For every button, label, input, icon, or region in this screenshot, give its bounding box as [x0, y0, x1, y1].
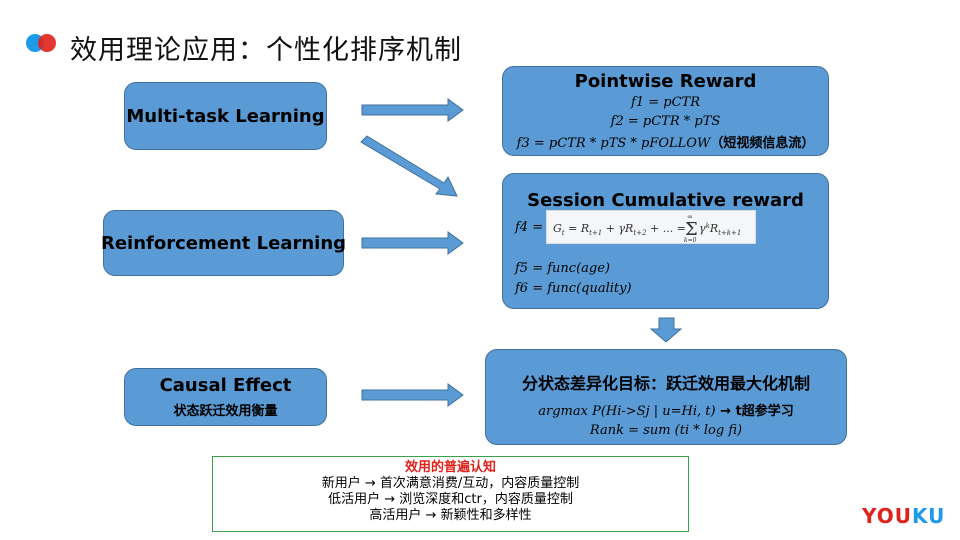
session-box: Session Cumulative reward f4 = f5 = func…	[502, 173, 829, 309]
note-line: 高活用户 → 新颖性和多样性	[369, 508, 532, 523]
causal-box: Causal Effect 状态跃迁效用衡量	[124, 368, 327, 426]
formula-rank: Rank = sum (ti * log fi)	[589, 423, 743, 438]
formula-f3: f3 = pCTR * pTS * pFOLLOW	[516, 136, 711, 151]
arrow-session-to-state	[649, 317, 683, 343]
f4-equation-image: Gt = Rt+1 + γRt+2 + ... = Σ ∞ k=0 γkRt+k…	[546, 210, 756, 244]
state-utility-box: 分状态差异化目标：跃迁效用最大化机制 argmax P(Hi->Sj | u=H…	[485, 349, 847, 445]
multitask-box: Multi-task Learning	[124, 82, 327, 150]
rl-label: Reinforcement Learning	[100, 232, 347, 254]
formula-f1: f1 = pCTR	[631, 95, 700, 110]
formula-argmax: argmax P(Hi->Sj | u=Hi, t)	[538, 404, 716, 419]
formula-argmax-note: t超参学习	[735, 404, 794, 419]
formula-f6: f6 = func(quality)	[515, 281, 632, 296]
svg-text:Σ: Σ	[685, 219, 698, 240]
rl-box: Reinforcement Learning	[100, 210, 347, 276]
logo-text-you: YOU	[862, 504, 913, 528]
note-line: 新用户 → 首次满意消费/互动，内容质量控制	[321, 476, 580, 491]
formula-f3-note: （短视频信息流）	[710, 136, 815, 151]
causal-sub-label: 状态跃迁效用衡量	[173, 404, 278, 419]
svg-text:k=0: k=0	[684, 237, 697, 243]
pointwise-box: Pointwise Reward f1 = pCTR f2 = pCTR * p…	[502, 66, 829, 156]
logo-text-ku: KU	[912, 504, 946, 528]
note-title: 效用的普遍认知	[404, 460, 496, 475]
session-header: Session Cumulative reward	[527, 190, 804, 211]
arrow-multitask-to-session	[360, 135, 458, 197]
multitask-label: Multi-task Learning	[126, 105, 325, 127]
logo-dot-red	[38, 34, 56, 52]
youku-logo: YOUKU	[862, 504, 945, 528]
svg-text:∞: ∞	[687, 213, 693, 221]
arrow-rl-to-session	[361, 231, 464, 255]
pointwise-header: Pointwise Reward	[574, 71, 757, 92]
causal-label: Causal Effect	[159, 375, 292, 396]
note-line: 低活用户 → 浏览深度和ctr，内容质量控制	[328, 492, 573, 507]
formula-f5: f5 = func(age)	[515, 261, 610, 276]
arrow-causal-to-state	[361, 383, 464, 407]
formula-f2: f2 = pCTR * pTS	[610, 114, 721, 129]
formula-f4-label: f4 =	[515, 220, 544, 235]
arrow-multitask-to-pointwise	[361, 98, 464, 122]
state-header: 分状态差异化目标：跃迁效用最大化机制	[521, 374, 810, 393]
page-title: 效用理论应用：个性化排序机制	[70, 35, 462, 66]
svg-text:Gt = Rt+1 + γRt+2 + ... =: Gt = Rt+1 + γRt+2 + ... =	[553, 222, 686, 237]
utility-note-box: 效用的普遍认知 新用户 → 首次满意消费/互动，内容质量控制 低活用户 → 浏览…	[212, 456, 689, 532]
f4-equation: Gt = Rt+1 + γRt+2 + ... = Σ ∞ k=0 γkRt+k…	[553, 213, 741, 244]
svg-text:γkRt+k+1: γkRt+k+1	[699, 222, 741, 237]
